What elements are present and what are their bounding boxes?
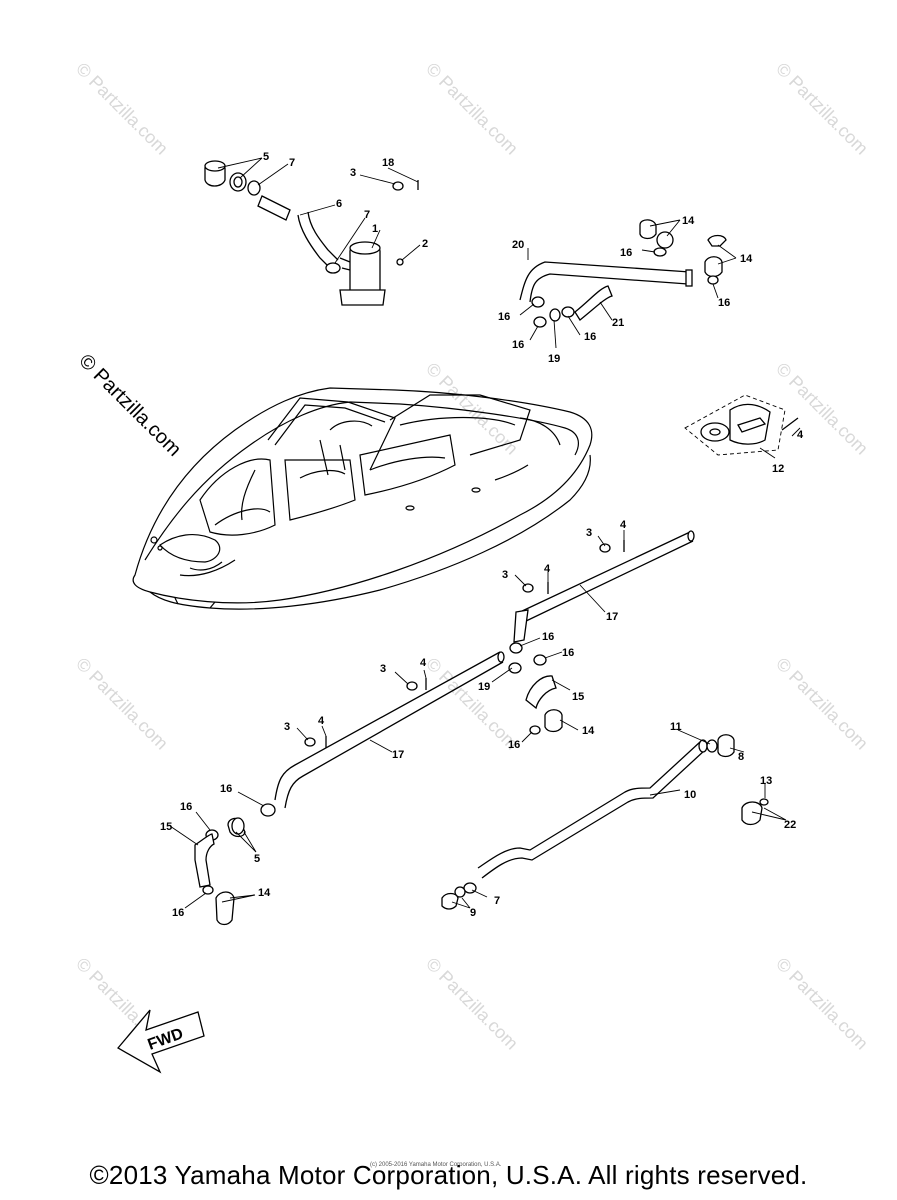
- callout-9: 9: [470, 907, 476, 919]
- hose-6-upper: [257, 195, 291, 221]
- callout-16: 16: [180, 801, 192, 813]
- callout-4: 4: [420, 657, 427, 669]
- bilge-pump-1: [349, 247, 381, 294]
- watermark: © Partzilla.com: [422, 954, 522, 1054]
- callout-18: 18: [382, 157, 394, 169]
- hose-clamp-7: [247, 180, 261, 196]
- callout-16: 16: [508, 739, 520, 751]
- watermark-primary: © Partzilla.com: [74, 350, 185, 461]
- callout-16: 16: [562, 647, 574, 659]
- callout-21: 21: [612, 317, 624, 329]
- leader-lines: [169, 157, 801, 909]
- callout-8: 8: [738, 751, 744, 763]
- callout-17: 17: [392, 749, 404, 761]
- callout-3: 3: [586, 527, 592, 539]
- callout-16: 16: [172, 907, 184, 919]
- callout-19: 19: [478, 681, 490, 693]
- tee-19-mid: [508, 662, 522, 674]
- hose-15-lower: [194, 833, 215, 888]
- callout-17: 17: [606, 611, 618, 623]
- hose-15-mid: [525, 675, 557, 710]
- callout-2: 2: [422, 238, 428, 250]
- watermark: © Partzilla.com: [422, 59, 522, 159]
- callout-16: 16: [512, 339, 524, 351]
- small-print: (c) 2005-2016 Yamaha Motor Corporation, …: [370, 1162, 502, 1168]
- watermark: © Partzilla.com: [72, 59, 172, 159]
- callout-14: 14: [582, 725, 595, 737]
- callout-5: 5: [254, 853, 260, 865]
- watermark: © Partzilla.com: [772, 654, 872, 754]
- watermark: © Partzilla.com: [772, 59, 872, 159]
- callout-11: 11: [670, 721, 682, 733]
- callout-14: 14: [740, 253, 753, 265]
- callout-14: 14: [682, 215, 695, 227]
- copyright-footer: ©2013 Yamaha Motor Corporation, U.S.A. A…: [89, 1160, 808, 1190]
- callout-19: 19: [548, 353, 560, 365]
- callout-13: 13: [760, 775, 772, 787]
- callout-4: 4: [544, 563, 551, 575]
- hose-21: [574, 285, 613, 321]
- screw-2: [396, 258, 404, 266]
- drain-plug-22: [741, 801, 763, 826]
- watermark: © Partzilla.com: [772, 954, 872, 1054]
- callout-10: 10: [684, 789, 696, 801]
- callout-7: 7: [364, 209, 370, 221]
- drain-plug-bracket-12: [684, 394, 799, 456]
- callout-12: 12: [772, 463, 784, 475]
- pipe-17-lower: [194, 651, 505, 926]
- callout-7: 7: [289, 157, 295, 169]
- callout-16: 16: [542, 631, 554, 643]
- callout-16: 16: [498, 311, 510, 323]
- callout-7: 7: [494, 895, 500, 907]
- pipe-10: [441, 734, 769, 910]
- bilge-pump-assembly: [204, 160, 419, 306]
- watermark: © Partzilla.com: [72, 654, 172, 754]
- watermark-layer: © Partzilla.com © Partzilla.com © Partzi…: [72, 59, 872, 1054]
- callout-6: 6: [336, 198, 342, 210]
- callout-16: 16: [584, 331, 596, 343]
- callout-3: 3: [350, 167, 356, 179]
- callout-4: 4: [318, 715, 325, 727]
- tee-19-top: [549, 308, 561, 322]
- callout-14: 14: [258, 887, 271, 899]
- callout-4: 4: [620, 519, 627, 531]
- callout-numbers: 5 7 6 7 1 2 3 18 20 14 16 14 16 16 16 19…: [160, 151, 804, 919]
- callout-3: 3: [284, 721, 290, 733]
- callout-3: 3: [380, 663, 386, 675]
- callout-5: 5: [263, 151, 269, 163]
- callout-22: 22: [784, 819, 796, 831]
- callout-16: 16: [718, 297, 730, 309]
- boat-hull-illustration: [132, 387, 593, 610]
- clamp-3-top: [392, 181, 404, 191]
- callout-16: 16: [220, 783, 232, 795]
- callout-15: 15: [572, 691, 584, 703]
- callout-20: 20: [512, 239, 524, 251]
- callout-1: 1: [372, 223, 378, 235]
- callout-16: 16: [620, 247, 632, 259]
- top-drain-assembly: [519, 219, 727, 328]
- callout-15: 15: [160, 821, 172, 833]
- callout-4: 4: [797, 429, 804, 441]
- watermark: © Partzilla.com: [772, 359, 872, 459]
- pipe-17-upper: [508, 530, 695, 735]
- callout-3: 3: [502, 569, 508, 581]
- forward-direction-arrow: FWD: [117, 1009, 205, 1074]
